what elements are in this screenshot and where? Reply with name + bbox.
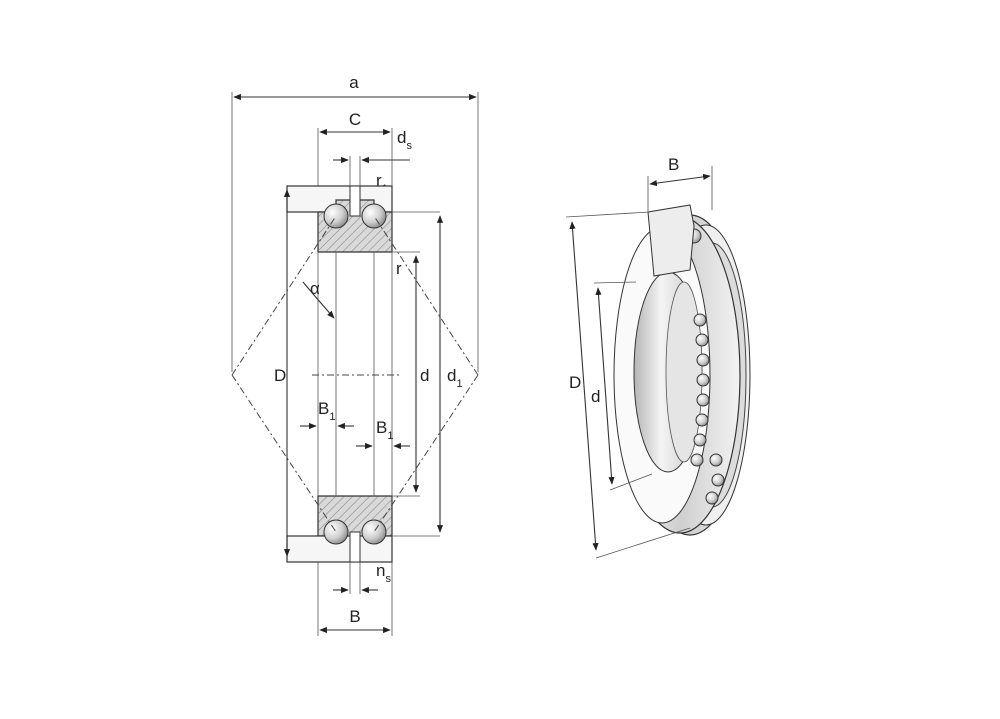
perspective-view: B D d [565,155,751,559]
label-alpha: α [310,279,320,298]
dimension-B1-left: B1 [300,399,354,430]
dimension-D: D [274,189,291,557]
dimension-d1: d1 [436,215,463,533]
label-B: B [349,607,360,626]
section-view: a C ds r1 [231,73,479,636]
dimension-ns: ns [333,561,391,594]
bore-lines [286,212,400,536]
persp-dimension-B: B [647,155,713,214]
persp-label-D: D [569,373,581,392]
persp-dimension-D: D [565,211,691,559]
label-ds: ds [397,128,412,152]
persp-label-d: d [591,387,600,406]
label-ns: ns [376,561,391,585]
label-c: C [349,110,361,129]
label-a: a [349,73,359,92]
label-B1-right: B1 [376,418,393,442]
persp-label-B: B [668,155,679,174]
bottom-bearing-section [286,495,440,563]
label-d: d [420,366,429,385]
dimension-ds: ds [333,128,412,190]
label-r: r [396,259,402,278]
label-D: D [274,366,286,385]
label-B1-left: B1 [318,399,335,423]
dimension-a: a [231,73,479,372]
dimension-B: B [317,562,393,636]
dimension-d: d [392,251,429,497]
contact-angle-lines: α r [231,215,479,533]
label-d1: d1 [447,366,463,390]
persp-dimension-d: d [591,281,653,491]
dimension-B1-right: B1 [356,418,410,450]
top-bearing-section [286,185,440,253]
